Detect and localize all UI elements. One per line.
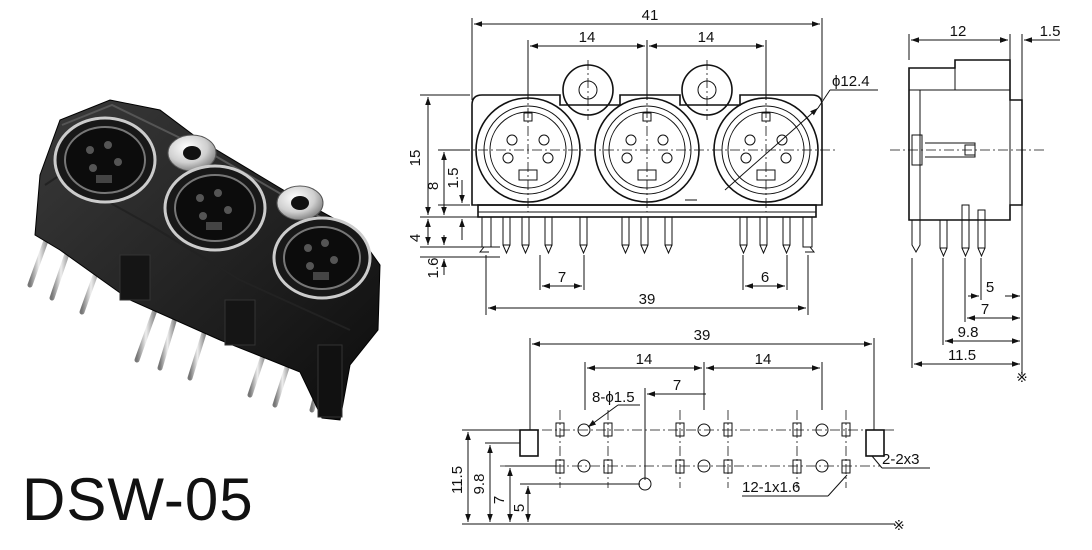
dim-pin-spacing-left: 7 xyxy=(558,269,566,286)
photo-socket-3 xyxy=(272,216,372,300)
dim-height: 15 xyxy=(407,150,424,167)
fp-dim-11-5: 11.5 xyxy=(449,466,466,494)
dim-socket-diameter: ϕ12.4 xyxy=(832,73,870,90)
dim-pin-spacing-right: 6 xyxy=(761,269,769,286)
fp-ref-mark: ※ xyxy=(893,517,905,533)
photo-socket-1 xyxy=(53,116,157,204)
pcb-footprint: 39 14 14 7 8-ϕ1.5 xyxy=(449,327,930,533)
dim-center-height: 8 xyxy=(425,182,442,190)
fp-slot-holes: 12-1x1.6 xyxy=(742,479,800,496)
dim-depth: 12 xyxy=(950,23,967,40)
fp-mount-holes: 2-2x3 xyxy=(882,451,920,468)
fp-round-holes: 8-ϕ1.5 xyxy=(592,389,635,406)
fp-mount-hole-right xyxy=(865,429,885,457)
part-number-title: DSW-05 xyxy=(22,466,254,533)
fp-dim-pitch-1: 14 xyxy=(636,351,653,368)
fp-dim-hole-spacing: 7 xyxy=(673,377,681,394)
dim-pin-length: 4 xyxy=(407,234,424,242)
side-dim-11-5: 11.5 xyxy=(948,347,976,364)
front-view: 41 14 14 xyxy=(407,7,878,315)
connector-photo xyxy=(27,99,381,421)
side-view: 12 1.5 ※ 5 7 9.8 xyxy=(890,23,1060,385)
fp-dim-pitch-2: 14 xyxy=(755,351,772,368)
dim-flange: 1.5 xyxy=(1040,23,1061,40)
fp-dim-span: 39 xyxy=(694,327,711,344)
side-ref-mark: ※ xyxy=(1016,369,1028,385)
fp-dim-9-8: 9.8 xyxy=(471,474,488,495)
dim-offset-small: 1.5 xyxy=(445,168,462,189)
dim-pin-offset: 1.6 xyxy=(425,258,442,279)
fp-dim-5: 5 xyxy=(511,504,528,512)
fp-mount-hole-left xyxy=(519,429,539,457)
photo-socket-2 xyxy=(163,164,267,252)
side-dim-7: 7 xyxy=(981,301,989,318)
dim-pitch-2: 14 xyxy=(698,29,715,46)
side-dim-9-8: 9.8 xyxy=(958,324,979,341)
fp-dim-7: 7 xyxy=(491,496,508,504)
dim-overall-width: 41 xyxy=(642,7,659,24)
dim-pin-span: 39 xyxy=(639,291,656,308)
side-dim-5: 5 xyxy=(986,279,994,296)
dim-pitch-1: 14 xyxy=(579,29,596,46)
